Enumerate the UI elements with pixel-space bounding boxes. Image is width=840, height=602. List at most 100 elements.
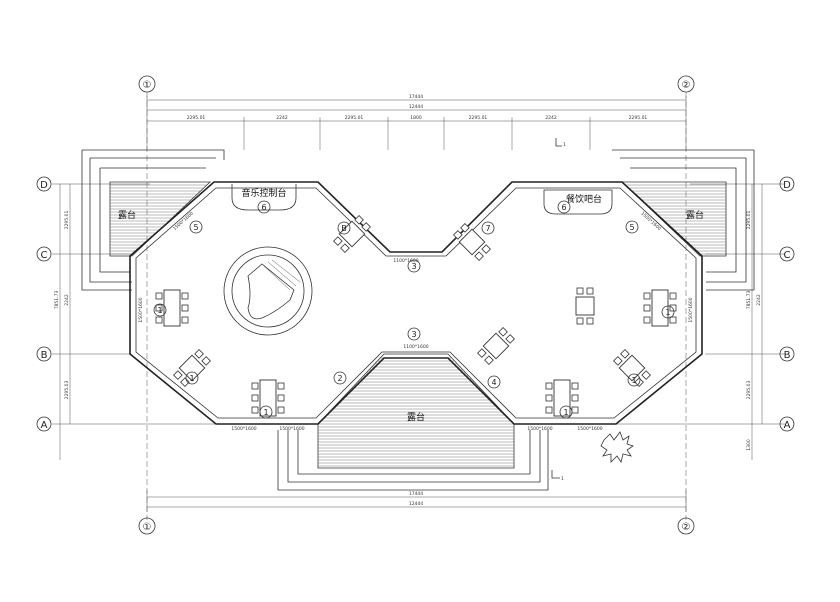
axis-bubble-right-a: A: [779, 416, 795, 432]
marker-7: 7: [481, 221, 495, 235]
svg-text:1500*1600: 1500*1600: [688, 297, 694, 322]
bar-counter: 餐饮吧台: [543, 189, 613, 215]
marker-1-b: 1: [661, 305, 675, 319]
svg-text:1: 1: [665, 308, 670, 317]
svg-text:2295.01: 2295.01: [746, 211, 752, 230]
svg-text:B: B: [341, 224, 347, 233]
axis-bubble-top-right: ②: [677, 75, 695, 93]
svg-text:①: ①: [143, 80, 152, 91]
marker-b: B: [337, 221, 351, 235]
axis-bubble-left-b: B: [36, 346, 52, 362]
terrace-bottom: 露台: [277, 353, 549, 491]
svg-text:1800: 1800: [410, 115, 422, 121]
svg-text:②: ②: [682, 80, 691, 91]
svg-text:D: D: [40, 180, 48, 191]
svg-text:2295.01: 2295.01: [345, 115, 364, 121]
svg-text:B: B: [41, 350, 48, 361]
svg-text:音乐控制台: 音乐控制台: [241, 187, 286, 199]
svg-text:2242: 2242: [756, 294, 762, 306]
marker-5-right: 5: [625, 220, 639, 234]
svg-text:2242: 2242: [64, 294, 70, 306]
svg-text:5: 5: [193, 223, 198, 232]
section-mark-bottom: 1: [551, 470, 564, 482]
top-dimensions: 17444 12444 2295.01 2242 2295.01 1800 22…: [146, 94, 687, 150]
marker-1-a: 1: [153, 303, 167, 317]
svg-text:餐饮吧台: 餐饮吧台: [566, 193, 602, 205]
axis-bubble-bottom-left: ①: [138, 517, 156, 535]
marker-5-left: 5: [189, 220, 203, 234]
svg-text:5: 5: [629, 223, 634, 232]
axis-bubble-right-b: B: [779, 346, 795, 362]
terrace-right: 露台: [612, 149, 755, 291]
window-labels: 1100*1600 1100*1600 1500*1600 1500*1600 …: [138, 211, 694, 432]
svg-text:17444: 17444: [409, 491, 423, 497]
svg-text:2242: 2242: [545, 115, 557, 121]
svg-text:2: 2: [337, 374, 342, 383]
svg-text:C: C: [41, 250, 48, 261]
svg-text:露台: 露台: [118, 209, 136, 221]
svg-text:2295.01: 2295.01: [187, 115, 206, 121]
marker-3-bottom: 3: [407, 327, 421, 341]
svg-text:2295.01: 2295.01: [469, 115, 488, 121]
long-table-left: [155, 289, 189, 327]
svg-text:2295.01: 2295.01: [64, 211, 70, 230]
svg-text:1300: 1300: [746, 439, 752, 451]
table-set-lower-left: [173, 349, 211, 387]
svg-text:1500*1600: 1500*1600: [172, 211, 195, 232]
marker-1-f: 1: [559, 405, 573, 419]
music-control-desk: 音乐控制台: [231, 184, 297, 211]
axis-bubble-left-d: D: [36, 176, 52, 192]
marker-2: 2: [333, 371, 347, 385]
svg-text:D: D: [783, 180, 791, 191]
svg-text:1100*1600: 1100*1600: [403, 344, 428, 350]
svg-text:C: C: [784, 250, 791, 261]
svg-text:露台: 露台: [686, 209, 704, 221]
section-mark-top: 1: [555, 138, 566, 148]
svg-text:2295.01: 2295.01: [629, 115, 648, 121]
svg-text:露台: 露台: [407, 411, 425, 423]
grid-lines: [52, 92, 785, 520]
svg-text:2295.03: 2295.03: [64, 381, 70, 400]
svg-text:3: 3: [411, 330, 416, 339]
svg-text:1: 1: [563, 142, 566, 148]
marker-4: 4: [487, 375, 501, 389]
svg-text:1500*1600: 1500*1600: [527, 426, 552, 432]
marker-1-e: 1: [259, 405, 273, 419]
svg-text:1: 1: [189, 374, 194, 383]
svg-text:1: 1: [631, 376, 636, 385]
svg-text:1500*1600: 1500*1600: [231, 426, 256, 432]
terrace-left: 露台: [81, 149, 225, 291]
svg-text:1: 1: [561, 476, 564, 482]
marker-1-d: 1: [627, 373, 641, 387]
svg-text:6: 6: [261, 203, 266, 212]
svg-text:2242: 2242: [276, 115, 288, 121]
table-set-center-right: [575, 287, 595, 325]
svg-text:1: 1: [263, 408, 268, 417]
svg-text:12444: 12444: [409, 104, 423, 110]
furniture-layer: [155, 215, 677, 417]
axis-bubble-left-c: C: [36, 246, 52, 262]
building-outline: [129, 181, 703, 425]
marker-6-left: 6: [257, 200, 271, 214]
bottom-dimensions: 17444 12444: [146, 490, 687, 512]
axis-bubble-right-d: D: [779, 176, 795, 192]
long-table-bottom-left: [251, 379, 285, 417]
left-dimensions: 2295.01 2242 7851.73 2295.03: [54, 184, 71, 460]
svg-text:1500*1600: 1500*1600: [639, 211, 662, 232]
svg-text:A: A: [41, 420, 48, 431]
long-table-right: [643, 289, 677, 327]
piano-stage: [223, 246, 313, 336]
svg-text:7851.73: 7851.73: [54, 291, 60, 310]
svg-text:4: 4: [491, 378, 496, 387]
table-set-lower-right: [613, 349, 651, 387]
svg-text:3: 3: [411, 262, 416, 271]
right-dimensions: 2295.01 2242 7851.73 2295.03 1300: [746, 184, 763, 460]
axis-bubble-left-a: A: [36, 416, 52, 432]
shrub-icon: [600, 431, 634, 463]
axis-bubble-right-c: C: [779, 246, 795, 262]
svg-text:A: A: [784, 420, 791, 431]
axis-bubble-top-left: ①: [138, 75, 156, 93]
svg-text:7: 7: [485, 224, 490, 233]
